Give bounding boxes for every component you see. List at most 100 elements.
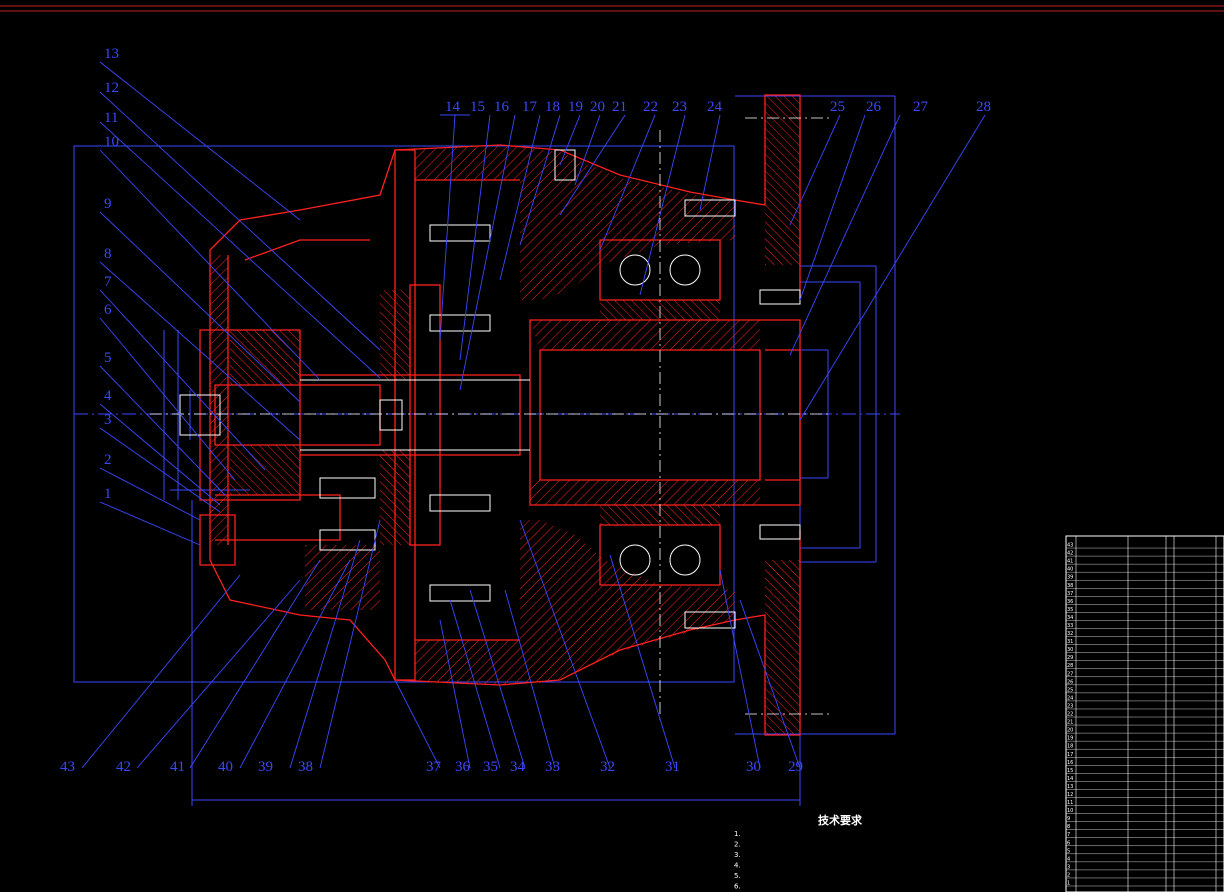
tech-requirement-line: 2. (734, 841, 741, 849)
bom-row-number: 39 (1067, 575, 1073, 581)
bom-row-number: 15 (1067, 768, 1073, 774)
bom-row-number: 21 (1067, 720, 1073, 726)
bom-row-number: 31 (1067, 639, 1073, 645)
part-callout-3: 3 (104, 412, 112, 428)
part-callout-26: 26 (866, 99, 882, 115)
part-callout-5: 5 (104, 350, 112, 366)
tech-requirement-line: 1. (734, 830, 741, 838)
technical-requirements: 技术要求 1. 2. 3. 4. 5. 6. (734, 813, 863, 891)
part-callout-35: 35 (483, 759, 498, 775)
bom-row-number: 34 (1067, 615, 1073, 621)
part-callout-41: 41 (170, 759, 185, 775)
bom-row-number: 11 (1067, 800, 1073, 806)
tech-requirement-line: 3. (734, 851, 741, 859)
leader-lines (81, 61, 986, 769)
bom-row-number: 2 (1067, 872, 1070, 878)
bom-row-number: 20 (1067, 728, 1073, 734)
bom-row-number: 10 (1067, 808, 1073, 814)
bom-row-number: 16 (1067, 760, 1073, 766)
hatched-sections (210, 95, 800, 735)
tech-requirement-line: 5. (734, 872, 741, 880)
bom-row-number: 9 (1067, 816, 1070, 822)
part-callout-1: 1 (104, 486, 112, 502)
part-callout-34: 34 (510, 759, 526, 775)
part-callout-12: 12 (104, 80, 119, 96)
bom-row-number: 25 (1067, 687, 1073, 693)
part-callout-27: 27 (913, 99, 929, 115)
bom-row-number: 35 (1067, 607, 1073, 613)
bom-row-number: 28 (1067, 663, 1073, 669)
part-callout-43: 43 (60, 759, 75, 775)
part-callout-6: 6 (104, 302, 112, 318)
part-callout-24: 24 (707, 99, 723, 115)
bom-row-number: 7 (1067, 832, 1070, 838)
part-callout-20: 20 (590, 99, 605, 115)
tech-requirement-line: 4. (734, 862, 741, 870)
bom-row-number: 38 (1067, 583, 1073, 589)
bom-row-number: 1 (1067, 881, 1070, 887)
bom-row-number: 19 (1067, 736, 1073, 742)
bom-row-number: 26 (1067, 679, 1073, 685)
centre-lines (150, 117, 830, 720)
tech-requirements-title: 技术要求 (818, 813, 863, 827)
tech-requirement-line: 6. (734, 883, 741, 891)
part-callout-32: 32 (600, 759, 615, 775)
bom-row-number: 24 (1067, 695, 1073, 701)
part-callout-4: 4 (104, 388, 112, 404)
bom-row-number: 22 (1067, 712, 1073, 718)
bom-row-number: 8 (1067, 824, 1070, 830)
part-callout-39: 39 (258, 759, 273, 775)
part-callout-29: 29 (788, 759, 803, 775)
part-callout-40: 40 (218, 759, 233, 775)
bom-row-number: 41 (1067, 559, 1073, 565)
part-callout-23: 23 (672, 99, 687, 115)
bom-row-number: 13 (1067, 784, 1073, 790)
part-callout-11: 11 (104, 110, 118, 126)
bom-row-number: 37 (1067, 591, 1073, 597)
bom-row-number: 42 (1067, 551, 1073, 557)
part-callout-10: 10 (104, 134, 119, 150)
bom-row-number: 32 (1067, 631, 1073, 637)
bom-row-number: 12 (1067, 792, 1073, 798)
bom-row-number: 6 (1067, 840, 1070, 846)
part-callout-38: 38 (298, 759, 313, 775)
bom-row-number: 30 (1067, 647, 1073, 653)
bom-row-number: 17 (1067, 752, 1073, 758)
bom-row-number: 14 (1067, 776, 1073, 782)
part-callout-28: 28 (976, 99, 991, 115)
part-callout-16: 16 (494, 99, 510, 115)
part-callout-22: 22 (643, 99, 658, 115)
bom-row-number: 4 (1067, 856, 1070, 862)
bom-row-number: 27 (1067, 671, 1073, 677)
part-callout-7: 7 (104, 274, 112, 290)
part-callout-36: 36 (455, 759, 471, 775)
part-callout-31: 31 (665, 759, 680, 775)
bom-row-number: 29 (1067, 655, 1073, 661)
part-callout-19: 19 (568, 99, 583, 115)
part-callout-14: 14 (445, 99, 461, 115)
bom-row-number: 36 (1067, 599, 1073, 605)
bom-row-number: 33 (1067, 623, 1073, 629)
gear-and-bolt-details (179, 149, 801, 629)
part-callout-21: 21 (612, 99, 627, 115)
part-callout-37: 37 (426, 759, 442, 775)
part-callout-15: 15 (470, 99, 485, 115)
part-callout-30: 30 (746, 759, 761, 775)
bom-row-number: 43 (1067, 543, 1073, 549)
part-callout-2: 2 (104, 452, 112, 468)
bill-of-materials-table: 4342414039383736353433323130292827262524… (1065, 535, 1224, 892)
part-callout-8: 8 (104, 246, 112, 262)
part-callout-18: 18 (545, 99, 560, 115)
bom-row-number: 40 (1067, 567, 1073, 573)
part-callout-13: 13 (104, 46, 119, 62)
bom-row-number: 5 (1067, 848, 1070, 854)
part-callout-9: 9 (104, 196, 112, 212)
part-callout-33: 33 (545, 759, 560, 775)
part-callout-42: 42 (116, 759, 131, 775)
bom-row-number: 3 (1067, 864, 1070, 870)
bom-row-number: 18 (1067, 744, 1073, 750)
part-callout-25: 25 (830, 99, 845, 115)
